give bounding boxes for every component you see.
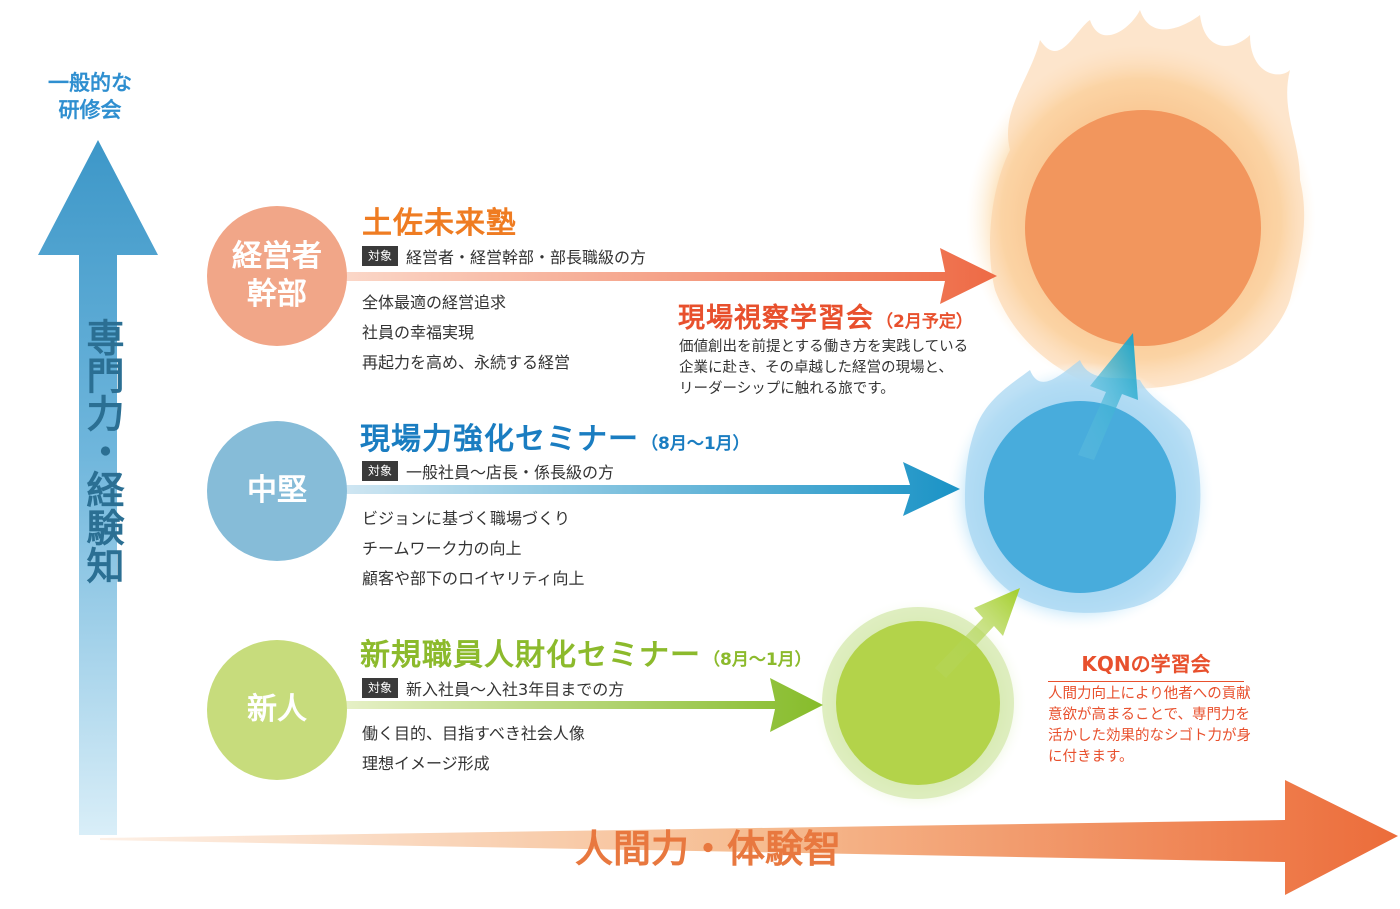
program-title-mid: 現場力強化セミナー（8月～1月） (360, 414, 750, 458)
target-tag-new: 対象 (362, 678, 399, 698)
horizontal-axis-label: 人間力・体験智 (575, 827, 842, 871)
target-tag-mid: 対象 (362, 461, 399, 481)
orange-flame-circle (966, 10, 1316, 394)
bullets-mid: ビジョンに基づく職場づくり チームワーク力の向上 顧客や部下のロイヤリティ向上 (362, 504, 585, 594)
field-desc-1: 価値創出を前提とする働き方を実践している (679, 339, 969, 355)
blue-flame-circle (945, 360, 1215, 632)
axis-top-label: 一般的な 研修会 (38, 70, 142, 124)
target-tag-exec: 対象 (362, 246, 399, 266)
level-exec-line1: 経営者 (232, 239, 322, 274)
program-title-field-study: 現場視察学習会（2月予定） (678, 296, 973, 335)
target-text-mid: 一般社員〜店長・係長級の方 (406, 463, 615, 482)
program-new-name: 新規職員人財化セミナー (360, 638, 701, 673)
bullet-mid-1: ビジョンに基づく職場づくり (362, 509, 571, 528)
bullet-new-1: 働く目的、目指すべき社会人像 (362, 724, 585, 743)
kqn-desc-1: 人間力向上により他者への貢献 (1048, 686, 1251, 702)
program-mid-name: 現場力強化セミナー (360, 422, 639, 457)
program-field-period: （2月予定） (876, 312, 973, 332)
vertical-axis-arrow (38, 140, 158, 835)
bullets-new: 働く目的、目指すべき社会人像 理想イメージ形成 (362, 719, 585, 779)
kqn-description: 人間力向上により他者への貢献 意欲が高まることで、専門力を 活かした効果的なシゴ… (1048, 684, 1268, 768)
program-new-period: （8月～1月） (703, 650, 812, 670)
kqn-title: KQNの学習会 (1048, 648, 1244, 682)
program-mid-period: （8月～1月） (641, 434, 750, 454)
kqn-desc-4: に付きます。 (1048, 749, 1134, 765)
target-text-exec: 経営者・経営幹部・部長職級の方 (406, 248, 647, 267)
level-circle-mid: 中堅 (207, 421, 347, 561)
bullet-mid-2: チームワーク力の向上 (362, 539, 522, 558)
bullet-exec-1: 全体最適の経営追求 (362, 293, 507, 312)
kqn-desc-2: 意欲が高まることで、専門力を (1048, 707, 1250, 723)
bullets-exec: 全体最適の経営追求 社員の幸福実現 再起力を高め、永続する経営 (362, 288, 570, 378)
program-exec-name: 土佐未来塾 (362, 206, 517, 241)
axis-top-label-line1: 一般的な (48, 71, 132, 95)
field-desc-3: リーダーシップに触れる旅です。 (679, 381, 895, 397)
arrow-up-green (935, 588, 1020, 678)
program-field-name: 現場視察学習会 (678, 303, 874, 334)
bullet-mid-3: 顧客や部下のロイヤリティ向上 (362, 569, 585, 588)
program-title-exec: 土佐未来塾 (362, 198, 517, 242)
bullet-exec-2: 社員の幸福実現 (362, 323, 475, 342)
level-exec-line2: 幹部 (247, 277, 307, 312)
level-circle-exec: 経営者 幹部 (207, 206, 347, 346)
level-new-label: 新人 (247, 692, 307, 727)
bullet-new-2: 理想イメージ形成 (362, 754, 490, 773)
field-desc-2: 企業に赴き、その卓越した経営の現場と、 (679, 360, 953, 376)
arrow-up-blue (1078, 333, 1138, 460)
target-row-exec: 対象 経営者・経営幹部・部長職級の方 (362, 244, 646, 268)
target-row-new: 対象 新入社員〜入社3年目までの方 (362, 676, 624, 700)
level-circle-new: 新人 (207, 640, 347, 780)
bullet-exec-3: 再起力を高め、永続する経営 (362, 353, 571, 372)
arrow-mid (345, 462, 960, 516)
arrow-exec (345, 248, 997, 304)
target-row-mid: 対象 一般社員〜店長・係長級の方 (362, 459, 614, 483)
arrow-new (345, 678, 823, 732)
program-title-new: 新規職員人財化セミナー（8月～1月） (360, 630, 812, 674)
vertical-axis-label: 専門力・経験知 (80, 318, 124, 584)
target-text-new: 新入社員〜入社3年目までの方 (406, 680, 625, 699)
level-mid-label: 中堅 (247, 473, 307, 508)
green-flame-circle (812, 597, 1028, 813)
horizontal-axis-arrow (100, 780, 1398, 895)
axis-top-label-line2: 研修会 (58, 98, 122, 122)
kqn-desc-3: 活かした効果的なシゴト力が身 (1048, 728, 1251, 744)
field-study-description: 価値創出を前提とする働き方を実践している 企業に赴き、その卓越した経営の現場と、… (679, 337, 968, 400)
